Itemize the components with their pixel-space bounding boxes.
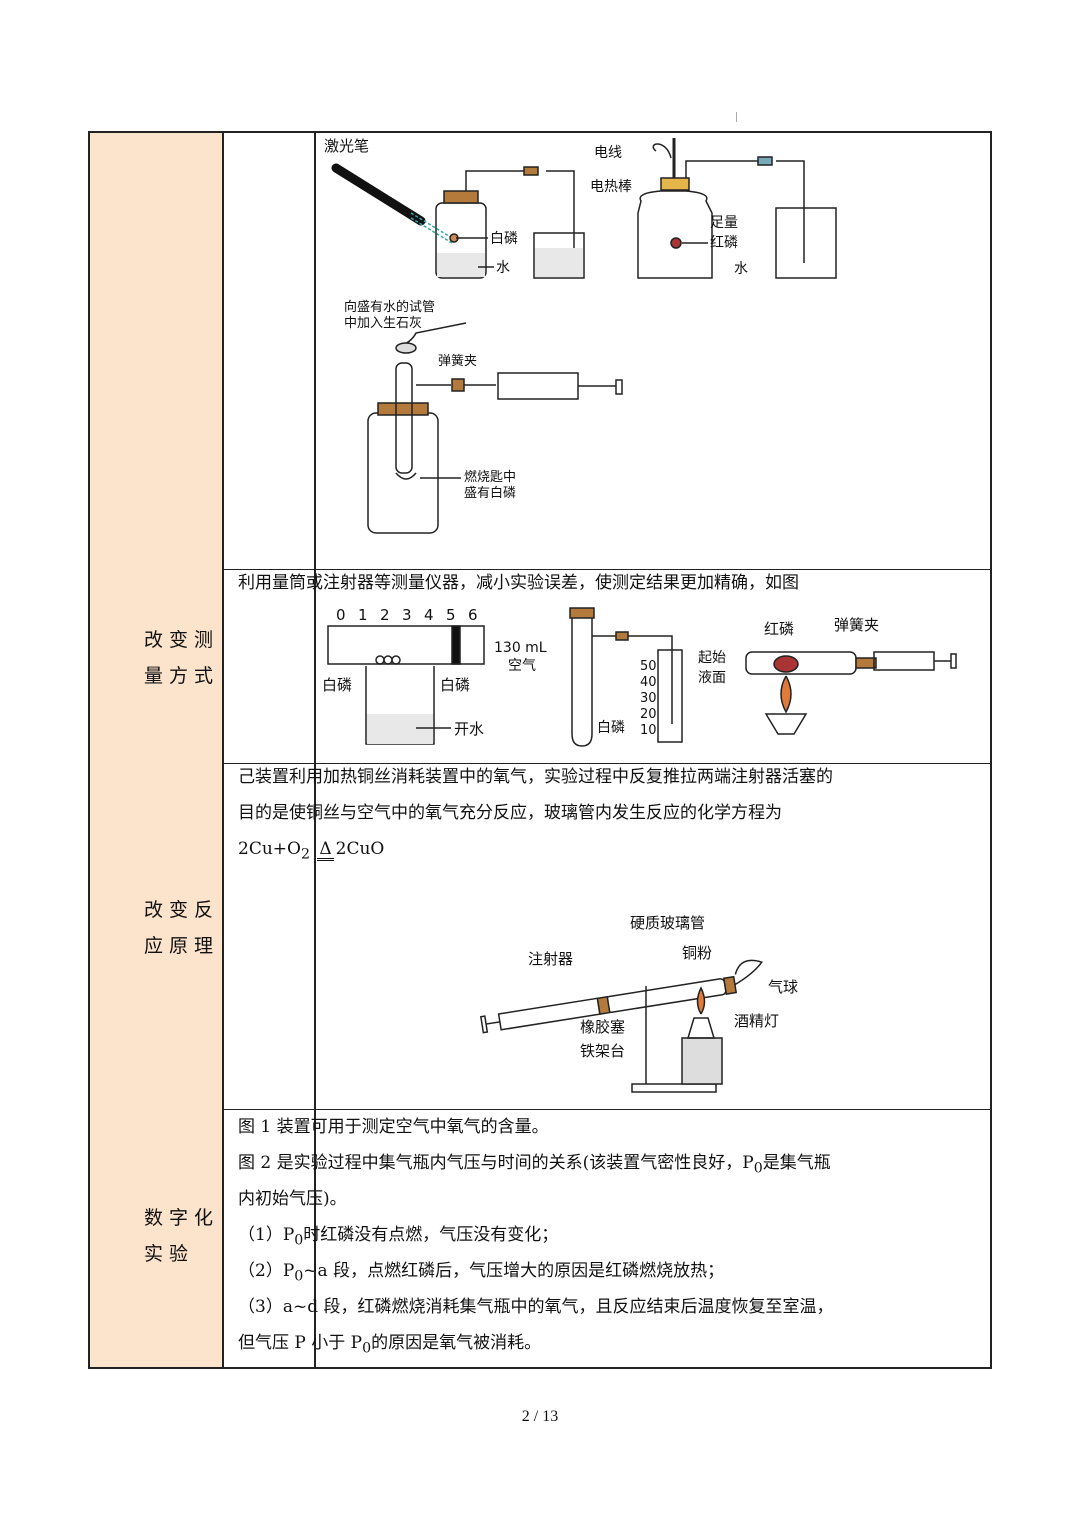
row4-text: 但气压 P 小于 P: [238, 1333, 363, 1353]
label-note1: 向盛有水的试管: [344, 299, 435, 315]
label-start: 起始: [698, 650, 726, 666]
label-sufficient: 足量: [710, 215, 738, 231]
row4-text: （1）P: [238, 1225, 295, 1245]
row4-text: 图 2 是实验过程中集气瓶内气压与时间的关系(该装置气密性良好，P: [238, 1153, 754, 1173]
scale-tick-label: 6: [468, 606, 478, 624]
label-clip: 弹簧夹: [438, 353, 477, 369]
label-air: 空气: [508, 658, 536, 674]
equation-condition: Δ: [317, 839, 334, 861]
label-spoon1: 燃烧匙中: [464, 469, 516, 485]
row4-item2: （2）P0~a 段，点燃红磷后，气压增大的原因是红磷燃烧放热；: [238, 1254, 898, 1293]
label-lamp: 酒精灯: [734, 1012, 779, 1030]
row1-diagrams: 激光笔 白磷 水 电线 电热棒 足量: [324, 137, 837, 534]
equation-subscript: 2: [300, 846, 310, 863]
row4-item3: （3）a~d 段，红磷燃烧消耗集气瓶中的氧气，且反应结束后温度恢复至室温，: [238, 1297, 834, 1317]
laser-pen-icon: [331, 163, 426, 226]
row4-text: （2）P: [238, 1261, 295, 1281]
label-rod: 电热棒: [590, 179, 632, 195]
label-water: 水: [496, 260, 510, 276]
subscript-zero: 0: [294, 1232, 304, 1249]
row4-text: 的原因是氧气被消耗。: [371, 1333, 542, 1353]
label-column: [224, 133, 316, 1367]
row-divider: [224, 763, 990, 764]
laser-apparatus: 激光笔 白磷 水: [324, 137, 585, 279]
label-laser: 激光笔: [324, 137, 369, 155]
label-phosphorus: 白磷: [490, 231, 518, 247]
row-divider: [224, 569, 990, 570]
cylinder-tick: 50: [640, 659, 657, 674]
label-glass-tube: 硬质玻璃管: [630, 914, 705, 932]
row4-line1: 图 1 装置可用于测定空气中氧气的含量。: [238, 1117, 549, 1137]
row4-line3: 内初始气压)。: [238, 1189, 347, 1209]
row2-description: 利用量筒或注射器等测量仪器，减小实验误差，使测定结果更加精确，如图: [238, 573, 799, 593]
syringe-tube-apparatus: 红磷 弹簧夹: [745, 616, 957, 735]
label-stopper: 橡胶塞: [580, 1018, 625, 1036]
subscript-zero: 0: [362, 1340, 372, 1357]
quicklime-apparatus: 向盛有水的试管 中加入生石灰 弹簧夹 燃烧匙中 盛有白磷: [344, 299, 623, 534]
row-divider: [224, 1109, 990, 1110]
equation-left: 2Cu+O: [238, 839, 301, 859]
electric-rod-apparatus: 电线 电热棒 足量 红磷 水: [590, 138, 837, 279]
subscript-zero: 0: [294, 1268, 304, 1285]
cylinder-tick: 10: [640, 723, 657, 738]
stopper: [443, 190, 479, 204]
scale-apparatus: 0 1 2 3 4 5 6 白磷 白磷 开水: [322, 606, 485, 745]
margin-mark: [736, 112, 737, 122]
scale-tick-label: 1: [358, 606, 368, 624]
row2-diagrams: 0 1 2 3 4 5 6 白磷 白磷 开水 130 mL 空气 白磷: [322, 606, 957, 747]
cylinder-tick: 40: [640, 675, 657, 690]
cylinder-apparatus: 130 mL 空气 白磷 50 40 30 20 10 起始 液面: [494, 607, 726, 747]
row-label-digital: 数字化实验: [144, 1207, 220, 1265]
cylinder-tick: 30: [640, 691, 657, 706]
category-column: [90, 133, 224, 1367]
label-spoon2: 盛有白磷: [464, 485, 516, 501]
row3-line1: 己装置利用加热铜丝消耗装置中的氧气，实验过程中反复推拉两端注射器活塞的: [238, 767, 833, 787]
row3-line2: 目的是使铜丝与空气中的氧气充分反应，玻璃管内发生反应的化学方程为: [238, 803, 782, 823]
row4-item1: （1）P0时红磷没有点燃，气压没有变化；: [238, 1218, 898, 1257]
row-label-measurement: 改变测量方式: [144, 629, 220, 687]
label-stand: 铁架台: [580, 1042, 625, 1060]
label-red-phosphorus: 红磷: [710, 235, 738, 251]
label-liquid-level: 液面: [698, 670, 726, 686]
scale-tick-label: 5: [446, 606, 456, 624]
label-red-phosphorus: 红磷: [764, 620, 794, 638]
label-balloon: 气球: [768, 978, 798, 996]
equation-right: 2CuO: [335, 839, 385, 859]
label-note2: 中加入生石灰: [344, 316, 422, 331]
cylinder-tick: 20: [640, 707, 657, 722]
balloon-icon: [734, 959, 763, 986]
label-clip: 弹簧夹: [834, 616, 879, 634]
row4-line7: 但气压 P 小于 P0的原因是氧气被消耗。: [238, 1326, 898, 1365]
scale-tick-label: 2: [380, 606, 390, 624]
label-phosphorus-right: 白磷: [440, 676, 470, 694]
label-boiling-water: 开水: [454, 720, 484, 738]
label-phosphorus: 白磷: [597, 720, 625, 736]
label-phosphorus-left: 白磷: [322, 676, 352, 694]
scale-tick-label: 4: [424, 606, 434, 624]
row4-text: ~a 段，点燃红磷后，气压增大的原因是红磷燃烧放热；: [303, 1261, 725, 1281]
row4-line2: 图 2 是实验过程中集气瓶内气压与时间的关系(该装置气密性良好，P0是集气瓶: [238, 1146, 898, 1185]
label-copper: 铜粉: [682, 944, 712, 962]
label-water: 水: [734, 261, 748, 277]
page-number: 2 / 13: [521, 1408, 559, 1425]
subscript-zero: 0: [753, 1160, 763, 1177]
row4-text: 是集气瓶: [762, 1153, 831, 1173]
row-label-reaction: 改变反应原理: [144, 899, 220, 957]
label-wire: 电线: [594, 145, 622, 161]
scale-tick-label: 3: [402, 606, 412, 624]
scale-tick-label: 0: [336, 606, 346, 624]
label-volume: 130 mL: [494, 640, 547, 656]
copper-diagram: 硬质玻璃管 铜粉 注射器 气球 橡胶塞 酒精灯 铁架台: [479, 914, 798, 1093]
label-syringe: 注射器: [528, 950, 573, 968]
row4-text: 时红磷没有点燃，气压没有变化；: [303, 1225, 559, 1245]
content-table: [88, 131, 992, 1369]
